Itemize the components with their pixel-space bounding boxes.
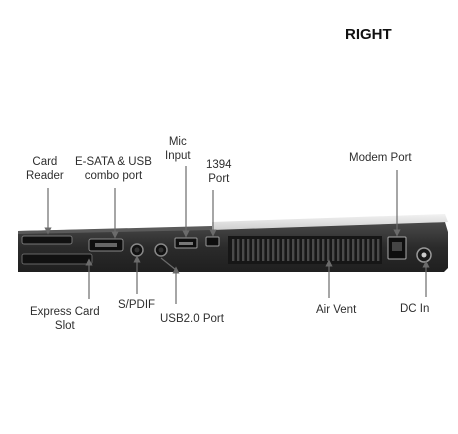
vent-slat <box>347 239 350 261</box>
vent-slat <box>332 239 335 261</box>
vent-slat <box>287 239 290 261</box>
label-express-card-line2: Slot <box>54 320 75 332</box>
vent-slat <box>282 239 285 261</box>
label-express-card: Express Card Slot <box>30 305 100 333</box>
side-title: RIGHT <box>345 26 392 43</box>
vent-slat <box>322 239 325 261</box>
label-1394-port-line2: Port <box>208 173 230 185</box>
vent-slat <box>272 239 275 261</box>
label-card-reader-line2: Reader <box>26 170 64 182</box>
label-1394-port-line1: 1394 <box>206 159 232 171</box>
label-spdif: S/PDIF <box>118 299 156 311</box>
vent-slat <box>232 239 235 261</box>
vent-slat <box>362 239 365 261</box>
label-mic-input-line1: Mic <box>168 136 187 148</box>
vent-slat <box>277 239 280 261</box>
vent-slat <box>317 239 320 261</box>
label-1394-port: 1394 Port <box>206 158 232 186</box>
vent-slat <box>297 239 300 261</box>
label-mic-input: Mic Input <box>165 135 191 163</box>
vent-slat <box>267 239 270 261</box>
vent-slat <box>357 239 360 261</box>
vent-slat <box>312 239 315 261</box>
label-esata-usb: E-SATA & USB combo port <box>75 155 152 183</box>
label-card-reader-line1: Card <box>32 156 58 168</box>
air-vent-grille <box>228 236 382 264</box>
callout-arrows <box>44 166 430 304</box>
label-usb20-port: USB2.0 Port <box>160 313 224 325</box>
arrow-usb20-branch <box>160 257 177 271</box>
label-modem-port: Modem Port <box>349 152 412 164</box>
vent-slat <box>242 239 245 261</box>
label-esata-usb-line2: combo port <box>84 170 143 182</box>
vent-slat <box>262 239 265 261</box>
label-card-reader: Card Reader <box>26 155 64 183</box>
vent-slat <box>307 239 310 261</box>
vent-slat <box>352 239 355 261</box>
express-card-slot <box>21 253 93 265</box>
vent-slat <box>247 239 250 261</box>
label-mic-input-line2: Input <box>165 150 191 162</box>
label-dc-in: DC In <box>400 303 430 315</box>
vent-slat <box>302 239 305 261</box>
vent-slat <box>292 239 295 261</box>
vent-slat <box>377 239 380 261</box>
vent-slat <box>342 239 345 261</box>
card-reader-slot <box>21 235 73 245</box>
label-esata-usb-line1: E-SATA & USB <box>75 156 152 168</box>
vent-slat <box>372 239 375 261</box>
label-air-vent: Air Vent <box>316 304 357 316</box>
vent-slat <box>337 239 340 261</box>
vent-slat <box>367 239 370 261</box>
port-1394 <box>205 236 220 247</box>
label-express-card-line1: Express Card <box>30 306 100 318</box>
vent-slat <box>257 239 260 261</box>
vent-slat <box>237 239 240 261</box>
vent-slat <box>252 239 255 261</box>
vent-slat <box>327 239 330 261</box>
